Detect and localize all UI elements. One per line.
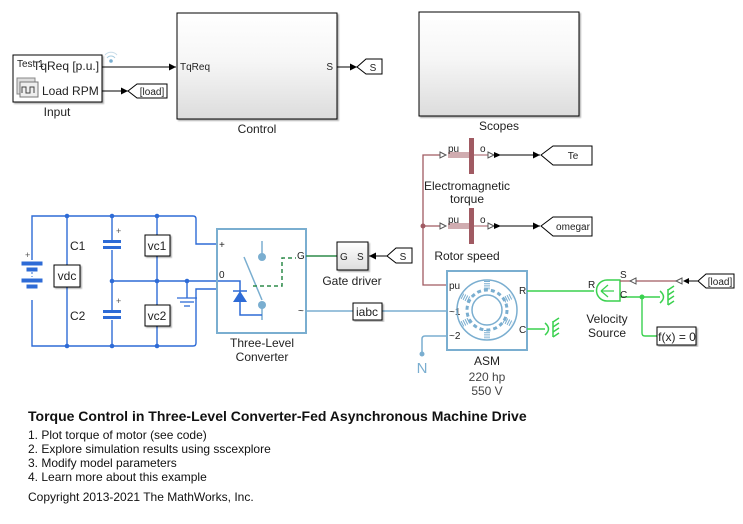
goto-s-label: S bbox=[370, 63, 377, 74]
wireless-icon bbox=[104, 51, 118, 63]
solver-config-block[interactable]: f(x) = 0 bbox=[656, 326, 697, 346]
mech-reference-icon-2[interactable] bbox=[659, 285, 675, 306]
annotation-link-modify-params[interactable]: 3. Modify model parameters bbox=[28, 456, 177, 470]
c1-label: C1 bbox=[70, 239, 86, 253]
velocity-source-name-line1: Velocity bbox=[586, 312, 627, 326]
neutral-wire bbox=[421, 335, 447, 354]
junction-dot bbox=[420, 223, 426, 229]
annotation-link-plot-torque[interactable]: 1. Plot torque of motor (see code) bbox=[28, 428, 207, 442]
goto-load-label: [load] bbox=[140, 87, 165, 98]
goto-load-tag[interactable]: [load] bbox=[127, 83, 168, 99]
control-subsystem[interactable]: TqReq S bbox=[176, 12, 338, 120]
switch-icon bbox=[218, 241, 296, 320]
from-load-label: [load] bbox=[708, 277, 733, 288]
c2-label: C2 bbox=[70, 309, 86, 323]
vc1-sensor-block[interactable]: vc1 bbox=[144, 234, 171, 257]
capacitor-c1-icon[interactable]: + bbox=[103, 226, 121, 249]
scopes-name: Scopes bbox=[479, 119, 519, 133]
input-tag-label: Test 1 bbox=[17, 59, 44, 70]
goto-te-label: Te bbox=[568, 151, 579, 162]
asm-port-2: ~2 bbox=[449, 331, 461, 342]
velocity-port-s: S bbox=[620, 270, 627, 281]
velocity-source-name-line2: Source bbox=[588, 326, 626, 340]
input-block-name: Input bbox=[44, 105, 71, 119]
input-port-load-rpm: Load RPM bbox=[42, 84, 99, 98]
vdc-label: vdc bbox=[58, 269, 77, 283]
asm-port-r: R bbox=[519, 286, 526, 297]
rotor-speed-port-o: o bbox=[480, 215, 486, 226]
svg-text:+: + bbox=[25, 250, 30, 260]
model-annotation: Torque Control in Three-Level Converter-… bbox=[28, 409, 527, 504]
vc2-sensor-block[interactable]: vc2 bbox=[144, 304, 171, 327]
asm-port-c: C bbox=[519, 325, 526, 336]
annotation-link-sscexplore[interactable]: 2. Explore simulation results using ssce… bbox=[28, 442, 271, 456]
converter-port-0: 0 bbox=[219, 270, 225, 281]
iabc-label: iabc bbox=[356, 305, 378, 319]
svg-text:+: + bbox=[116, 226, 121, 236]
iabc-sensor-block[interactable]: iabc bbox=[352, 302, 383, 321]
junction-dots bbox=[64, 213, 190, 349]
asm-name: ASM bbox=[474, 354, 500, 368]
em-torque-port-pu: pu bbox=[448, 144, 459, 155]
vc1-label: vc1 bbox=[148, 239, 167, 253]
annotation-title: Torque Control in Three-Level Converter-… bbox=[28, 408, 527, 424]
rotor-speed-name: Rotor speed bbox=[434, 249, 499, 263]
vdc-sensor-block[interactable]: vdc bbox=[53, 264, 81, 288]
gate-driver-port-g: G bbox=[340, 252, 348, 263]
rotor-speed-converter[interactable]: pu o bbox=[439, 208, 496, 244]
copyright-text: Copyright 2013-2021 The MathWorks, Inc. bbox=[28, 490, 254, 504]
control-port-tqreq: TqReq bbox=[180, 62, 210, 73]
neutral-label: N bbox=[417, 360, 428, 377]
velocity-port-c: C bbox=[620, 290, 627, 301]
converter-port-ac: ~ bbox=[298, 306, 304, 317]
input-block[interactable]: Test 1 TqReq [p.u.] Load RPM bbox=[12, 54, 103, 103]
asm-block[interactable]: pu ~1 ~2 R C bbox=[446, 270, 528, 351]
from-load-tag[interactable]: [load] bbox=[697, 273, 735, 289]
asm-port-pu: pu bbox=[449, 281, 460, 292]
em-torque-port-o: o bbox=[480, 144, 486, 155]
svg-text:+: + bbox=[116, 296, 121, 306]
em-torque-name-line1: Electromagnetic bbox=[424, 179, 510, 193]
goto-te-tag[interactable]: Te bbox=[540, 145, 593, 166]
em-torque-converter[interactable]: pu o bbox=[439, 138, 496, 174]
em-torque-name-line2: torque bbox=[450, 192, 484, 206]
goto-omegar-tag[interactable]: omegar bbox=[540, 216, 593, 237]
vc2-label: vc2 bbox=[148, 309, 167, 323]
gate-driver-name: Gate driver bbox=[322, 274, 381, 288]
ground-icon[interactable] bbox=[177, 297, 197, 307]
gate-driver-port-s: S bbox=[357, 252, 364, 263]
from-s-label: S bbox=[400, 252, 407, 263]
asm-port-1: ~1 bbox=[449, 307, 461, 318]
scopes-subsystem[interactable] bbox=[418, 11, 580, 117]
solver-config-label: f(x) = 0 bbox=[658, 330, 696, 344]
goto-s-tag[interactable]: S bbox=[356, 58, 383, 75]
annotation-link-learn-more[interactable]: 4. Learn more about this example bbox=[28, 470, 207, 484]
from-s-tag[interactable]: S bbox=[386, 247, 413, 264]
capacitor-c2-icon[interactable]: + bbox=[103, 296, 121, 319]
velocity-source-block[interactable]: R C S bbox=[588, 270, 627, 302]
gate-driver-block[interactable]: G S bbox=[336, 241, 369, 271]
control-name: Control bbox=[238, 122, 277, 136]
ps-wire-to-sensors bbox=[422, 154, 447, 286]
converter-name-line2: Converter bbox=[236, 350, 289, 364]
three-level-converter-block[interactable]: + 0 G ~ bbox=[216, 228, 307, 334]
velocity-port-r: R bbox=[588, 280, 595, 291]
rotor-speed-port-pu: pu bbox=[448, 215, 459, 226]
ps-wire-load bbox=[620, 277, 698, 285]
goto-omegar-label: omegar bbox=[556, 222, 591, 233]
signal-builder-icon bbox=[16, 77, 39, 98]
converter-name-line1: Three-Level bbox=[230, 336, 294, 350]
converter-port-plus: + bbox=[219, 240, 225, 251]
motor-stator-icon bbox=[456, 279, 518, 341]
asm-voltage: 550 V bbox=[471, 384, 502, 398]
input-port-tqreq: TqReq [p.u.] bbox=[33, 59, 99, 73]
asm-power: 220 hp bbox=[469, 370, 506, 384]
dc-battery-icon[interactable]: + bbox=[21, 250, 43, 289]
converter-port-g: G bbox=[297, 251, 305, 262]
control-port-s: S bbox=[326, 62, 333, 73]
mech-reference-icon[interactable] bbox=[544, 317, 560, 338]
